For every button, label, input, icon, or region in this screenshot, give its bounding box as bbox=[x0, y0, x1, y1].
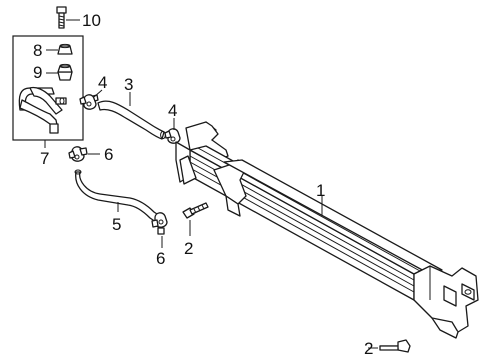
callout-2a: 2 bbox=[184, 239, 193, 258]
callout-8: 8 bbox=[33, 41, 42, 60]
hose-assembly-7[interactable] bbox=[18, 86, 67, 134]
clamp-6-left[interactable] bbox=[68, 146, 88, 162]
clamp-4-upper[interactable] bbox=[79, 94, 99, 110]
callout-9: 9 bbox=[33, 63, 42, 82]
callout-6a: 6 bbox=[104, 145, 113, 164]
clamp-6-lower[interactable] bbox=[151, 212, 168, 235]
kit-frame-7 bbox=[12, 35, 84, 141]
leader-4a bbox=[93, 89, 103, 98]
grommet-9[interactable] bbox=[57, 63, 73, 81]
cap-8[interactable] bbox=[57, 43, 73, 55]
upper-hose-3[interactable] bbox=[97, 100, 166, 140]
callout-4b: 4 bbox=[168, 101, 177, 120]
bolt-2-middle[interactable] bbox=[182, 202, 209, 219]
bolt-2-bottom[interactable] bbox=[379, 339, 411, 353]
oil-cooler-1[interactable] bbox=[175, 121, 479, 339]
clamp-4-right[interactable] bbox=[164, 128, 181, 144]
bolt-10[interactable] bbox=[56, 6, 67, 29]
callout-3: 3 bbox=[124, 75, 133, 94]
callout-10: 10 bbox=[82, 11, 101, 30]
callout-1: 1 bbox=[316, 181, 325, 200]
callout-6b: 6 bbox=[156, 249, 165, 268]
callout-2b: 2 bbox=[364, 339, 373, 358]
callout-4a: 4 bbox=[98, 73, 107, 92]
callout-5: 5 bbox=[112, 215, 121, 234]
callout-7: 7 bbox=[40, 149, 49, 168]
